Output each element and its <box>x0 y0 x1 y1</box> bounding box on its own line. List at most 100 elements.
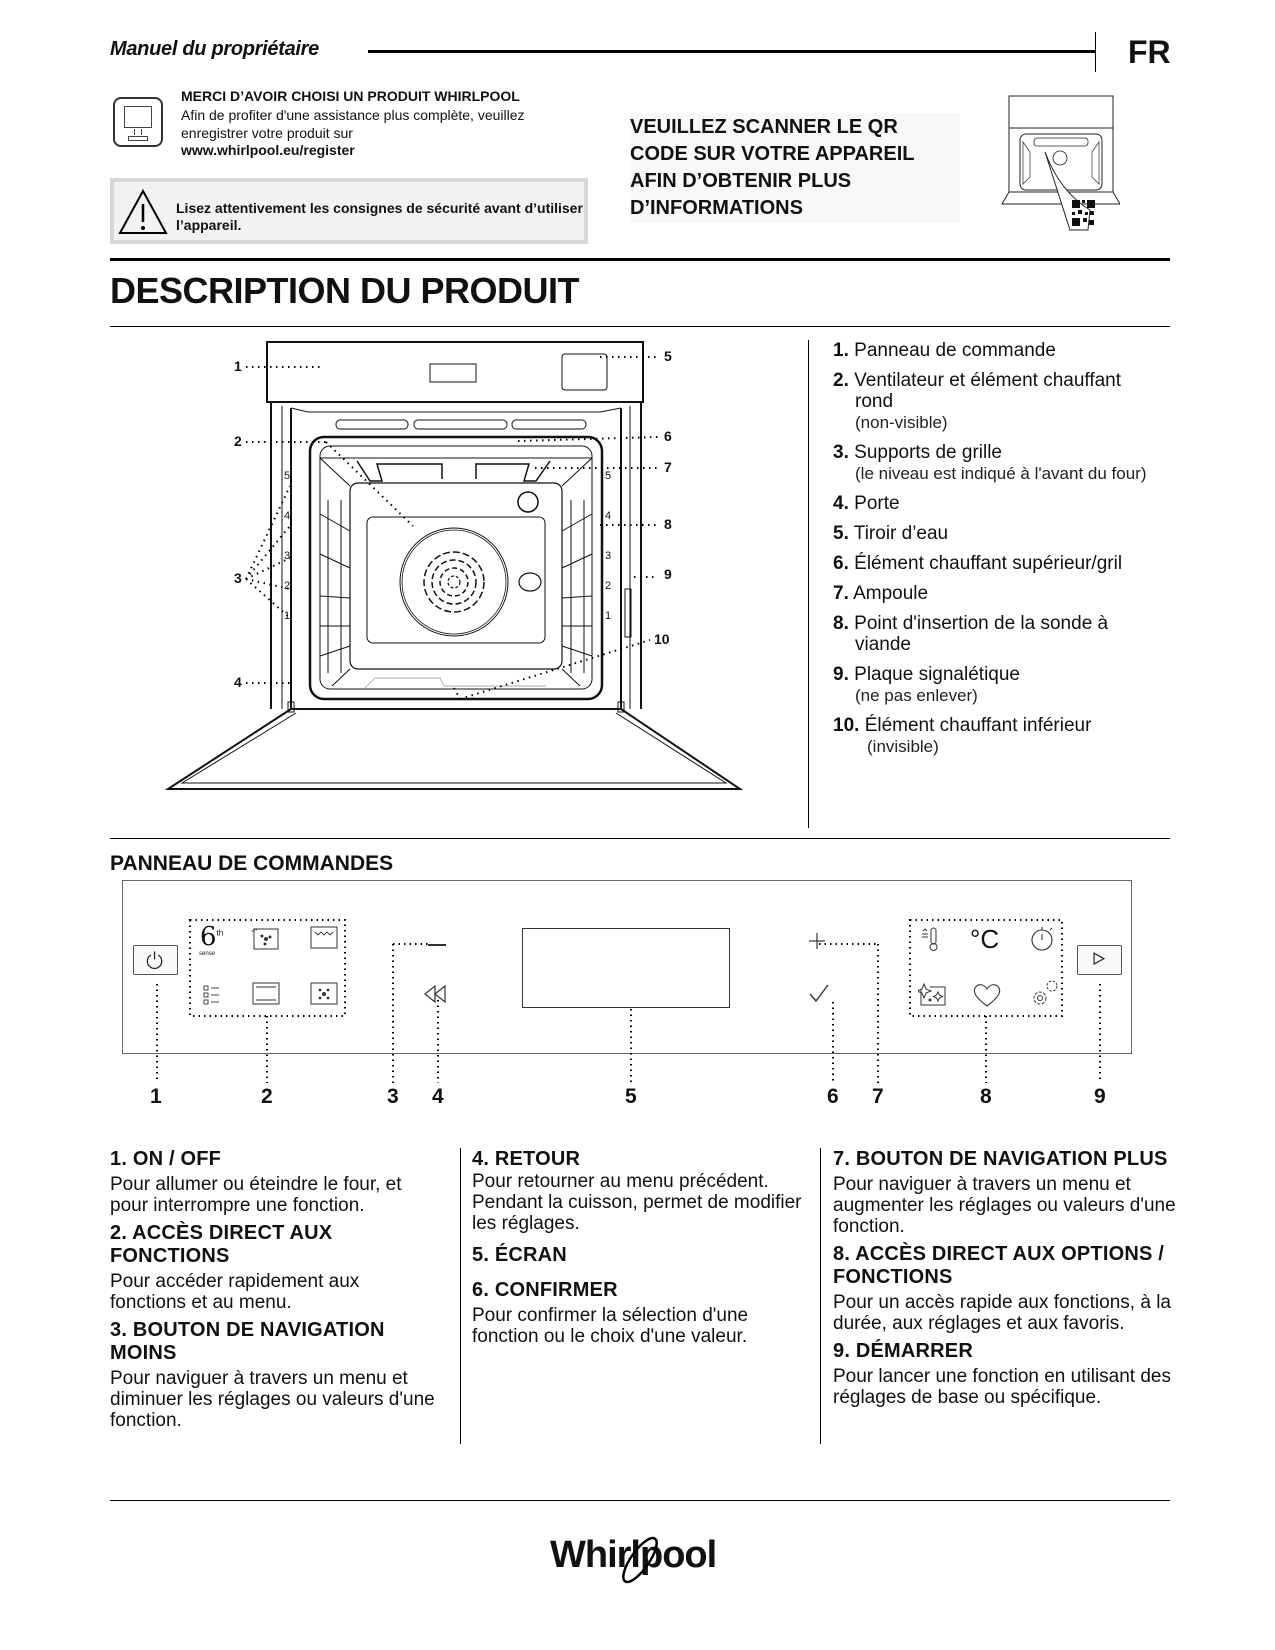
confirm-button[interactable] <box>808 982 830 1004</box>
qr-notice-box <box>630 113 960 223</box>
minus-button[interactable] <box>428 944 446 946</box>
description-column-2: 4. RETOUR Pour retourner au menu précéde… <box>472 1148 802 1353</box>
part-item: 1. Panneau de commande <box>833 340 1056 361</box>
part-item: 10. Élément chauffant inférieur(invisibl… <box>833 715 1092 756</box>
panel-callout-6: 6 <box>827 1085 839 1108</box>
callout-9: 9 <box>664 566 672 582</box>
menu-list-icon[interactable] <box>203 984 223 1006</box>
description-text: Pour retourner au menu précédent. Pendan… <box>472 1171 802 1234</box>
description-title: 5. ÉCRAN <box>472 1244 567 1266</box>
description-text: Pour allumer ou éteindre le four, et pou… <box>110 1174 402 1216</box>
shelf-level-left-5: 5 <box>284 470 291 482</box>
shelf-level-left-1: 1 <box>284 610 291 622</box>
safety-notice-box <box>110 178 588 244</box>
part-item: 4. Porte <box>833 493 900 514</box>
shelf-level-left-3: 3 <box>284 550 291 562</box>
conventional-icon[interactable] <box>252 982 280 1006</box>
description-title: 1. ON / OFF <box>110 1148 222 1170</box>
part-item: 3. Supports de grille(le niveau est indi… <box>833 442 1147 483</box>
description-text: Pour confirmer la sélection d'une foncti… <box>472 1305 749 1347</box>
celsius-icon[interactable]: °C <box>970 924 1000 954</box>
shelf-level-right-1: 1 <box>605 610 612 622</box>
footer-rule <box>110 1500 1170 1501</box>
settings-icon[interactable] <box>1030 978 1060 1008</box>
column-divider <box>820 1148 821 1444</box>
preheat-thermometer-icon[interactable] <box>920 926 942 952</box>
parts-list: 1. Panneau de commande 2. Ventilateur et… <box>833 340 1173 766</box>
computer-monitor-icon <box>113 97 163 147</box>
register-link[interactable]: www.whirlpool.eu/register <box>181 142 355 158</box>
part-item: 9. Plaque signalétique(ne pas enlever) <box>833 664 1020 705</box>
panel-callout-8: 8 <box>980 1085 992 1108</box>
favorite-heart-icon[interactable] <box>972 982 1002 1008</box>
description-column-1: 1. ON / OFF Pour allumer ou éteindre le … <box>110 1148 440 1437</box>
oven-qr-code-illustration <box>1001 95 1120 231</box>
power-button[interactable] <box>133 945 178 975</box>
description-text: Pour lancer une fonction en utilisant de… <box>833 1366 1171 1408</box>
callout-3: 3 <box>234 570 242 586</box>
panel-callout-4: 4 <box>432 1085 444 1108</box>
column-divider <box>460 1148 461 1444</box>
logo-swoosh-icon <box>622 1536 658 1584</box>
section-title-control-panel: PANNEAU DE COMMANDES <box>110 852 394 875</box>
6th-sense-sub: sense <box>199 951 216 957</box>
part-item: 5. Tiroir d’eau <box>833 523 949 544</box>
back-icon <box>424 984 446 1004</box>
forced-air-icon[interactable] <box>310 982 338 1006</box>
description-title: 7. BOUTON DE NAVIGATION PLUS <box>833 1148 1168 1170</box>
description-text: Pour naviguer à travers un menu et dimin… <box>110 1368 435 1431</box>
safety-text: Lisez attentivement les consignes de séc… <box>176 200 583 233</box>
description-title: 2. ACCÈS DIRECT AUX FONCTIONS <box>110 1222 333 1267</box>
description-text: Pour naviguer à travers un menu et augme… <box>833 1174 1176 1237</box>
section-rule <box>110 326 1170 327</box>
panel-callout-3: 3 <box>387 1085 399 1108</box>
callout-1: 1 <box>234 358 242 374</box>
whirlpool-logo: Whirlpool <box>550 1530 720 1590</box>
check-icon <box>809 984 829 1003</box>
parts-divider <box>808 340 809 828</box>
header-rule <box>368 50 1096 53</box>
control-panel-illustration <box>156 919 1101 1083</box>
play-icon <box>1093 952 1106 965</box>
back-button[interactable] <box>423 984 449 1004</box>
header-divider <box>1095 32 1096 72</box>
plus-button[interactable] <box>808 932 826 950</box>
clean-icon[interactable] <box>918 982 948 1008</box>
callout-5: 5 <box>664 348 672 364</box>
callout-2: 2 <box>234 433 242 449</box>
display-screen <box>522 928 730 1008</box>
register-title: MERCI D’AVOIR CHOISI UN PRODUIT WHIRLPOO… <box>181 88 520 104</box>
timer-icon[interactable] <box>1030 924 1056 952</box>
panel-callout-5: 5 <box>625 1085 637 1108</box>
oven-illustration <box>164 341 744 790</box>
language-code: FR <box>1128 34 1171 70</box>
section-title-description: DESCRIPTION DU PRODUIT <box>110 270 580 311</box>
panel-callout-9: 9 <box>1094 1085 1106 1108</box>
callout-7: 7 <box>664 459 672 475</box>
section-rule <box>110 258 1170 261</box>
shelf-level-right-4: 4 <box>605 510 612 522</box>
part-item: 6. Élément chauffant supérieur/gril <box>833 553 1123 574</box>
grill-icon[interactable] <box>310 926 338 950</box>
steam-fan-icon[interactable] <box>251 926 279 950</box>
document-title: Manuel du propriétaire <box>110 38 319 60</box>
callout-6: 6 <box>664 428 672 444</box>
start-button[interactable] <box>1077 945 1122 975</box>
power-icon <box>146 951 163 969</box>
shelf-level-left-2: 2 <box>284 580 291 592</box>
part-item: 7. Ampoule <box>833 583 929 604</box>
description-title: 3. BOUTON DE NAVIGATION MOINS <box>110 1319 385 1364</box>
panel-callout-1: 1 <box>150 1085 162 1108</box>
description-title: 9. DÉMARRER <box>833 1340 973 1362</box>
description-title: 8. ACCÈS DIRECT AUX OPTIONS / FONCTIONS <box>833 1243 1165 1288</box>
callout-10: 10 <box>654 631 670 647</box>
register-text: Afin de profiter d'une assistance plus c… <box>181 107 525 141</box>
description-text: Pour accéder rapidement aux fonctions et… <box>110 1271 360 1313</box>
6th-sense-icon[interactable]: 6th <box>200 922 224 952</box>
callout-4: 4 <box>234 674 242 690</box>
panel-callout-7: 7 <box>872 1085 884 1108</box>
section-rule <box>110 838 1170 839</box>
warning-triangle-icon <box>118 188 168 234</box>
